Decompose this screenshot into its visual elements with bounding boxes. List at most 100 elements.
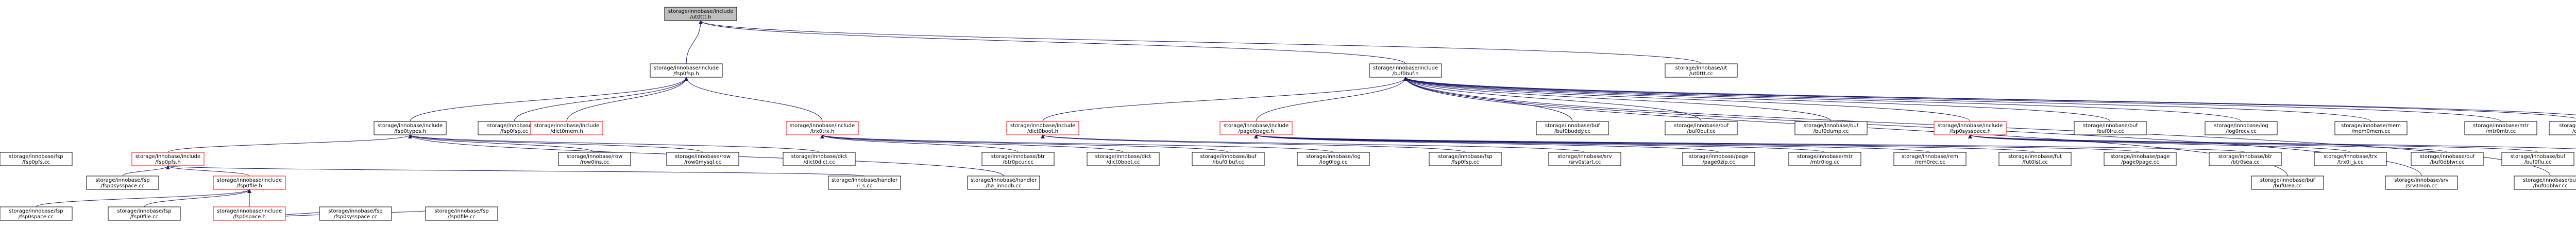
graph-node-page0page_cc[interactable]: storage/innobase/page/page0page.cc [2104,152,2177,166]
graph-node-os0file_cc[interactable]: storage/innobase/os/os0file.cc [2549,121,2576,135]
graph-node-mtr0log_cc[interactable]: storage/innobase/mtr/mtr0log.cc [1788,152,1861,166]
graph-node-page0zip_cc[interactable]: storage/innobase/page/page0zip.cc [1682,152,1755,166]
graph-edge [566,77,688,122]
graph-node-fsp0sysspace_cc[interactable]: storage/innobase/fsp/fsp0sysspace.cc [86,176,159,190]
graph-node-row0ins_cc[interactable]: storage/innobase/row/row0ins.cc [558,152,631,166]
edge-mtr0log_cc-to-page0page [1254,134,1825,153]
node-box [131,152,205,166]
edge-mtr0mtr_cc-to-buf0buf [1403,77,2501,122]
node-label-line1: storage/innobase/fsp [117,208,171,214]
node-box [1934,121,2007,135]
node-box [783,152,856,166]
node-label-line2: /btr0pcur.cc [1003,160,1033,165]
node-box [1794,121,1868,135]
graph-node-row0mysql_cc[interactable]: storage/innobase/row/row0mysql.cc [666,152,739,166]
graph-node-ut0ttt_cc[interactable]: storage/innobase/ut/ut0ttt.cc [1665,63,1738,78]
node-label-line1: storage/innobase/buf [1545,123,1600,129]
graph-node-buf0dump_cc[interactable]: storage/innobase/buf/buf0dump.cc [1794,121,1868,135]
edge-os0file_cc-to-buf0buf [1403,77,2576,119]
graph-node-fsp0pfs[interactable]: storage/innobase/include/fsp0pfs.h [131,152,205,166]
node-label-line1: storage/innobase/include [790,123,855,129]
graph-node-fsp0fsp_cc2[interactable]: storage/innobase/fsp/fsp0fsp.cc [1429,152,1502,166]
edge-btr0pcur_cc-to-trx0trx [820,134,1019,153]
node-label-line2: /dict0dict.cc [804,160,835,165]
graph-node-buf0flu_cc[interactable]: storage/innobase/buf/buf0flu.cc [2501,152,2574,166]
edge-fil0fil_cc-to-fsp0sysspace [1968,134,2576,149]
graph-node-buf0dblwr_cc[interactable]: storage/innobase/buf/buf0dblwr.cc [2411,152,2484,166]
node-label-line2: /row0mysql.cc [684,160,721,165]
graph-node-page0page[interactable]: storage/innobase/include/page0page.h [1219,121,1293,135]
edge-mem0mem_cc-to-buf0buf [1403,77,2371,122]
graph-edge [820,134,1019,153]
graph-node-trx0i_s_cc[interactable]: storage/innobase/trx/trx0i_s.cc [2314,152,2387,166]
node-label-line1: storage/innobase/dict [1095,154,1151,160]
graph-node-fsp0file_cc[interactable]: storage/innobase/fsp/fsp0file.cc [108,206,181,221]
graph-node-ha_innodb_cc[interactable]: storage/innobase/handler/ha_innodb.cc [967,176,1040,190]
graph-node-fsp0file[interactable]: storage/innobase/include/fsp0file.h [213,176,286,190]
node-box [374,121,447,135]
node-label-line1: storage/innobase/include [1224,123,1289,129]
node-label-line2: /page0zip.cc [1702,160,1735,165]
node-label-line1: storage/innobase/ut [1675,65,1727,71]
graph-node-dict0boot_cc[interactable]: storage/innobase/dict/dict0boot.cc [1087,152,1160,166]
graph-edge [144,189,251,207]
graph-node-buf0rea_cc[interactable]: storage/innobase/buf/buf0rea.cc [2251,176,2324,190]
edge-page0zip_cc-to-page0page [1254,134,1719,153]
graph-node-fsp0space[interactable]: storage/innobase/include/fsp0space.h [213,206,286,221]
node-box [1548,152,1621,166]
graph-node-mem0mem_cc[interactable]: storage/innobase/mem/mem0mem.cc [2334,121,2408,135]
graph-node-btr0sea_cc[interactable]: storage/innobase/btr/btr0sea.cc [2209,152,2282,166]
node-label-line1: storage/innobase/btr [2218,154,2273,160]
graph-node-fsp0file_cc2[interactable]: storage/innobase/fsp/fsp0file.cc [425,206,498,221]
graph-node-buf0dblwr_cc2[interactable]: storage/innobase/buf/buf0dblwr.cc [2514,176,2576,190]
graph-node-ut0ttt[interactable]: storage/innobase/include/ut0ttt.h [664,7,737,21]
graph-node-trx0trx[interactable]: storage/innobase/include/trx0trx.h [786,121,859,135]
graph-node-dict0mem[interactable]: storage/innobase/include/dict0mem.h [530,121,603,135]
graph-node-srv0start_cc[interactable]: storage/innobase/srv/srv0start.cc [1548,152,1621,166]
graph-node-dict0boot[interactable]: storage/innobase/include/dict0boot.h [1006,121,1079,135]
graph-node-buf0lru_cc[interactable]: storage/innobase/buf/buf0lru.cc [2074,121,2147,135]
node-label-line1: storage/innobase/os [2559,123,2576,129]
node-label-line1: storage/innobase/include [1373,65,1438,71]
node-label-line1: storage/innobase/btr [991,154,1045,160]
graph-edge [1254,134,1719,153]
node-label-line1: storage/innobase/include [534,123,599,129]
graph-node-btr0pcur_cc[interactable]: storage/innobase/btr/btr0pcur.cc [981,152,1055,166]
edge-btr0sea_cc-to-page0page [1254,134,2246,153]
graph-node-fsp0types[interactable]: storage/innobase/include/fsp0types.h [374,121,447,135]
node-label-line2: /fsp0types.h [394,129,426,134]
graph-node-fsp0sysspace[interactable]: storage/innobase/include/fsp0sysspace.h [1934,121,2007,135]
graph-edge [1254,134,2246,153]
graph-node-buf0buddy_cc[interactable]: storage/innobase/buf/buf0buddy.cc [1536,121,1609,135]
edge-fsp0file_cc-to-fsp0file [144,189,251,207]
node-box [1192,152,1265,166]
node-box [2464,121,2537,135]
graph-node-handler0alter_cc[interactable]: storage/innobase/handler/i_s.cc [828,176,901,190]
node-label-line1: storage/innobase/include [668,9,733,14]
graph-node-buf0buf_cc[interactable]: storage/innobase/buf/buf0buf.cc [1665,121,1738,135]
graph-edge [1256,77,1408,122]
node-label-line1: storage/innobase/log [1306,154,1360,160]
edge-log0recv_cc-to-buf0buf [1403,77,2242,122]
graph-node-dict0dict_cc[interactable]: storage/innobase/dict/dict0dict.cc [783,152,856,166]
node-label-line1: storage/innobase/page [1689,154,1748,160]
node-label-line1: storage/innobase/include [135,154,200,160]
graph-node-fsp0sysspace_cc2[interactable]: storage/innobase/fsp/fsp0sysspace.cc [319,206,392,221]
node-box [1297,152,1370,166]
graph-node-ibuf0ibuf_cc[interactable]: storage/innobase/ibuf/ibuf0ibuf.cc [1192,152,1265,166]
node-box [2205,121,2278,135]
graph-node-log0recv_cc[interactable]: storage/innobase/log/log0recv.cc [2205,121,2278,135]
graph-node-fsp0space_cc[interactable]: storage/innobase/fsp/fsp0space.cc [0,206,73,221]
graph-edge [699,20,1406,64]
graph-node-log0log_cc[interactable]: storage/innobase/log/log0log.cc [1297,152,1370,166]
graph-node-mtr0mtr_cc[interactable]: storage/innobase/mtr/mtr0mtr.cc [2464,121,2537,135]
graph-node-buf0buf[interactable]: storage/innobase/include/buf0buf.h [1369,63,1442,78]
graph-node-fsp0pfs_cc[interactable]: storage/innobase/fsp/fsp0pfs.cc [0,152,73,166]
node-box [2385,176,2458,190]
edge-dict0boot-to-buf0buf [1042,77,1408,122]
graph-node-srv0mon_cc[interactable]: storage/innobase/srv/srv0mon.cc [2385,176,2458,190]
graph-node-fut0lst_cc[interactable]: storage/innobase/fut/fut0lst.cc [1998,152,2072,166]
graph-node-mem0rec_cc[interactable]: storage/innobase/rem/rem0rec.cc [1893,152,1967,166]
graph-node-fsp0fsp[interactable]: storage/innobase/include/fsp0fsp.h [650,63,723,78]
